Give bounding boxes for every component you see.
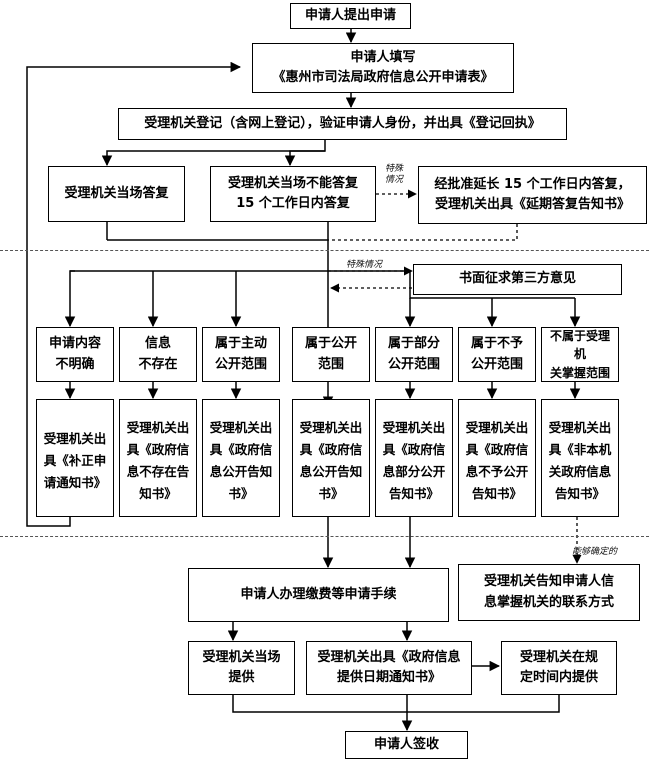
node-reply-on-spot: 受理机关当场答复 (48, 166, 185, 222)
node-label: 公开范围 (470, 356, 523, 372)
node-label: 公开范围 (387, 356, 440, 372)
node-label: 15 个工作日内答复 (236, 196, 350, 211)
note-special-case-1: 特殊情况 (384, 164, 403, 186)
node-applicant-sign: 申请人签收 (345, 731, 468, 759)
node-label: 息掌握机关的联系方式 (483, 594, 614, 610)
node-fill-form: 申请人填写 《惠州市司法局政府信息公开申请表》 (252, 43, 514, 93)
note-special-case-2: 特殊情况 (346, 260, 383, 270)
node-cat-not-held: 不属于受理机 关掌握范围 (541, 327, 619, 382)
node-label: 受理机关出具《政府信息不予公开告知书》 (465, 420, 529, 501)
node-label: 书面征求第三方意见 (458, 271, 576, 287)
node-label: 受理机关登记（含网上登记），验证申请人身份，并出具《登记回执》 (144, 115, 541, 131)
node-provide-date-notice: 受理机关出具《政府信息 提供日期通知书》 (306, 641, 472, 695)
separator-line-1 (0, 250, 649, 251)
node-reply-15-days: 受理机关当场不能答复 15 个工作日内答复 (210, 166, 376, 222)
node-label: 不属于受理机 (549, 328, 610, 362)
node-label: 受理机关出具《政府信息不存在告知书》 (126, 420, 190, 501)
separator-line-2 (0, 536, 649, 537)
node-pay-fees: 申请人办理缴费等申请手续 (188, 568, 449, 622)
node-label: 不存在 (138, 356, 178, 372)
node-cat-partial: 属于部分 公开范围 (375, 327, 453, 382)
node-doc-partial: 受理机关出具《政府信息部分公开告知书》 (375, 399, 453, 517)
node-provide-later: 受理机关在规 定时间内提供 (501, 641, 617, 695)
node-label: 属于部分 (387, 336, 440, 352)
node-label: 不明确 (55, 356, 95, 372)
node-label: 属于主动 (214, 336, 267, 352)
node-cat-active-disclosure: 属于主动 公开范围 (202, 327, 280, 382)
node-cat-unclear: 申请内容 不明确 (36, 327, 114, 382)
node-label: 受理机关当场 (202, 649, 281, 665)
node-label: 申请人提出申请 (304, 7, 396, 23)
node-inform-contact: 受理机关告知申请人信 息掌握机关的联系方式 (458, 564, 640, 621)
node-label: 范围 (317, 356, 344, 372)
node-label: 受理机关出具《非本机关政府信息告知书》 (548, 420, 612, 501)
node-cat-not-public: 属于不予 公开范围 (458, 327, 536, 382)
node-label: 受理机关出具《补正申请通知书》 (43, 431, 107, 490)
node-doc-not-public: 受理机关出具《政府信息不予公开告知书》 (458, 399, 536, 517)
node-label: 受理机关出具《政府信息 (317, 649, 461, 665)
node-label: 申请人办理缴费等申请手续 (240, 586, 397, 602)
node-label: 《惠州市司法局政府信息公开申请表》 (272, 70, 494, 85)
node-provide-on-spot: 受理机关当场 提供 (188, 641, 295, 695)
node-label: 受理机关出具《政府信息部分公开告知书》 (382, 420, 446, 501)
note-determinable: 能够确定的 (572, 547, 618, 557)
node-third-party: 书面征求第三方意见 (413, 264, 622, 295)
node-label: 受理机关出具《政府信息公开告知书》 (299, 420, 363, 501)
node-label: 受理机关当场不能答复 (227, 175, 358, 191)
node-cat-nonexistent: 信息 不存在 (119, 327, 197, 382)
node-extended-reply: 经批准延长 15 个工作日内答复， 受理机关出具《延期答复告知书》 (418, 166, 647, 224)
node-label: 申请人签收 (373, 736, 439, 752)
node-label: 受理机关出具《延期答复告知书》 (434, 197, 630, 212)
node-label: 提供日期通知书》 (336, 670, 441, 685)
node-label: 受理机关告知申请人信 (483, 574, 614, 590)
node-label: 关掌握范围 (549, 365, 610, 380)
node-label: 受理机关当场答复 (64, 185, 169, 201)
node-label: 信息 (144, 336, 171, 352)
node-submit-application: 申请人提出申请 (290, 3, 411, 29)
node-label: 受理机关出具《政府信息公开告知书》 (209, 420, 273, 501)
node-doc-not-held: 受理机关出具《非本机关政府信息告知书》 (541, 399, 619, 517)
node-doc-public: 受理机关出具《政府信息公开告知书》 (292, 399, 370, 517)
node-label: 公开范围 (214, 356, 267, 372)
node-label: 申请内容 (48, 336, 101, 352)
node-label: 受理机关在规 (519, 649, 598, 665)
node-doc-supplement: 受理机关出具《补正申请通知书》 (36, 399, 114, 517)
node-label: 经批准延长 15 个工作日内答复， (434, 176, 631, 192)
node-doc-nonexistent: 受理机关出具《政府信息不存在告知书》 (119, 399, 197, 517)
node-label: 属于不予 (470, 336, 523, 352)
node-label: 定时间内提供 (519, 670, 598, 685)
node-cat-public: 属于公开 范围 (292, 327, 370, 382)
node-label: 属于公开 (304, 336, 357, 352)
node-doc-active: 受理机关出具《政府信息公开告知书》 (202, 399, 280, 517)
node-register: 受理机关登记（含网上登记），验证申请人身份，并出具《登记回执》 (118, 108, 567, 140)
node-label: 申请人填写 (350, 49, 416, 65)
node-label: 提供 (228, 670, 255, 685)
